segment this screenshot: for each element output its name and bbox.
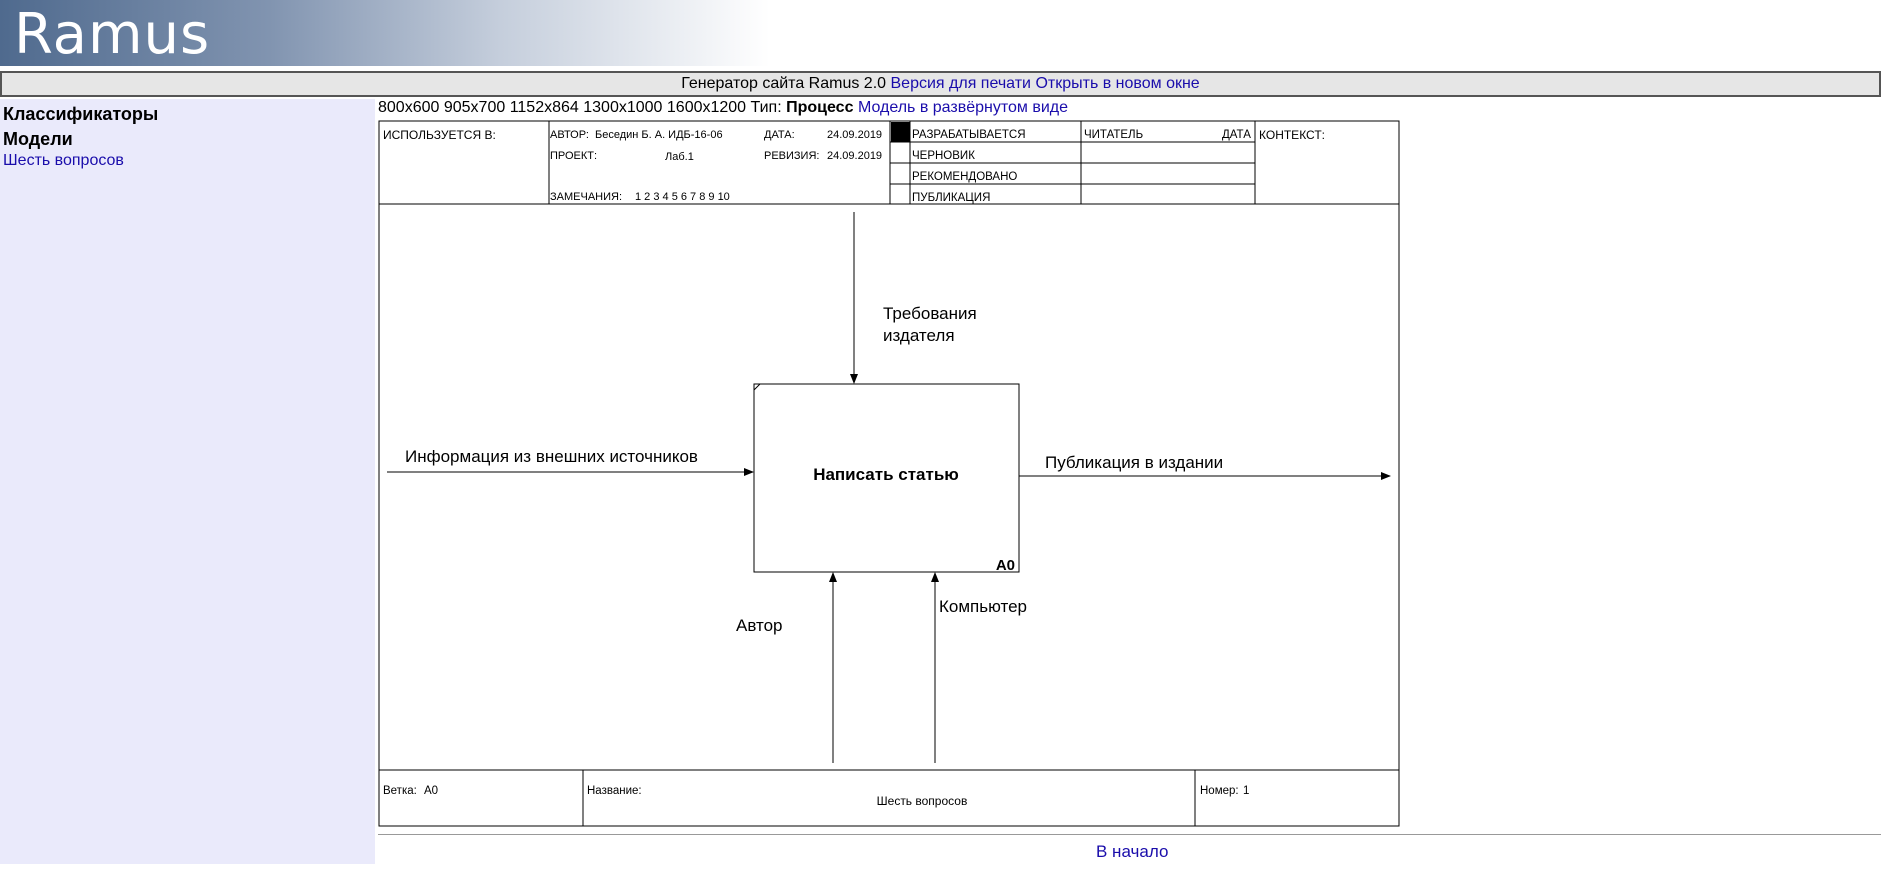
date-value: 24.09.2019 bbox=[827, 129, 882, 141]
notes-value: 1 2 3 4 5 6 7 8 9 10 bbox=[635, 191, 730, 203]
banner-logo-text: Ramus bbox=[14, 2, 211, 67]
size-905x700-link[interactable]: 905x700 bbox=[443, 99, 506, 116]
open-new-window-link[interactable]: Открыть в новом окне bbox=[1035, 75, 1200, 92]
function-box-label: Написать статью bbox=[813, 465, 959, 484]
control-label-line1: Требования bbox=[883, 304, 977, 323]
idef0-diagram: ИСПОЛЬЗУЕТСЯ В: АВТОР: Беседин Б. А. ИДБ… bbox=[378, 120, 1400, 827]
sidebar-link-six-questions[interactable]: Шесть вопросов bbox=[3, 152, 124, 169]
diagram-toolbar: 800x600 905x700 1152x864 1300x1000 1600x… bbox=[378, 99, 1068, 117]
reader-date-label: ДАТА bbox=[1222, 129, 1251, 141]
project-value: Лаб.1 bbox=[665, 151, 694, 163]
sidebar: Классификаторы Модели Шесть вопросов bbox=[0, 99, 375, 864]
date-label: ДАТА: bbox=[764, 129, 795, 141]
sidebar-item-classifiers[interactable]: Классификаторы bbox=[3, 104, 159, 124]
site-banner: Ramus bbox=[0, 0, 770, 67]
generator-label: Генератор сайта Ramus 2.0 bbox=[681, 75, 887, 92]
expanded-model-link[interactable]: Модель в развёрнутом виде bbox=[857, 99, 1069, 116]
revision-value: 24.09.2019 bbox=[827, 150, 882, 162]
size-1152x864-link[interactable]: 1152x864 bbox=[509, 99, 579, 116]
revision-label: РЕВИЗИЯ: bbox=[764, 150, 819, 162]
name-value: Шесть вопросов bbox=[877, 794, 968, 808]
name-label: Название: bbox=[587, 785, 642, 797]
function-box-number: A0 bbox=[996, 557, 1015, 574]
print-version-link[interactable]: Версия для печати bbox=[890, 75, 1031, 92]
output-label: Публикация в издании bbox=[1045, 453, 1223, 472]
branch-value: A0 bbox=[424, 785, 438, 797]
mechanism-computer-label: Компьютер bbox=[939, 597, 1027, 616]
type-label: Тип: bbox=[750, 99, 782, 116]
author-value: Беседин Б. А. ИДБ-16-06 bbox=[595, 129, 723, 141]
sidebar-item-models[interactable]: Модели bbox=[3, 129, 73, 149]
control-label-line2: издателя bbox=[883, 326, 955, 345]
used-in-label: ИСПОЛЬЗУЕТСЯ В: bbox=[383, 128, 496, 142]
type-value: Процесс bbox=[786, 99, 854, 116]
size-800x600-link[interactable]: 800x600 bbox=[378, 99, 440, 116]
top-toolbar: Генератор сайта Ramus 2.0 Версия для печ… bbox=[0, 71, 1881, 97]
status-draft: ЧЕРНОВИК bbox=[912, 150, 975, 162]
context-label: КОНТЕКСТ: bbox=[1259, 128, 1325, 142]
mechanism-author-label: Автор bbox=[736, 616, 783, 635]
diagram-frame bbox=[378, 120, 1400, 827]
branch-label: Ветка: bbox=[383, 785, 417, 797]
function-box-a0[interactable] bbox=[753, 383, 1020, 573]
input-label: Информация из внешних источников bbox=[405, 447, 698, 466]
status-developing: РАЗРАБАТЫВАЕТСЯ bbox=[912, 129, 1026, 141]
reader-label: ЧИТАТЕЛЬ bbox=[1084, 129, 1143, 141]
footer-divider bbox=[378, 834, 1881, 835]
number-value: 1 bbox=[1243, 785, 1249, 797]
status-marker-developing bbox=[891, 122, 910, 142]
number-label: Номер: bbox=[1200, 785, 1239, 797]
status-recommended: РЕКОМЕНДОВАНО bbox=[912, 171, 1017, 183]
size-1300x1000-link[interactable]: 1300x1000 bbox=[583, 99, 663, 116]
size-1600x1200-link[interactable]: 1600x1200 bbox=[666, 99, 747, 116]
notes-label: ЗАМЕЧАНИЯ: bbox=[550, 191, 622, 203]
project-label: ПРОЕКТ: bbox=[550, 150, 597, 162]
status-publication: ПУБЛИКАЦИЯ bbox=[912, 192, 990, 204]
author-label: АВТОР: bbox=[550, 129, 589, 141]
home-link[interactable]: В начало bbox=[1096, 842, 1169, 861]
